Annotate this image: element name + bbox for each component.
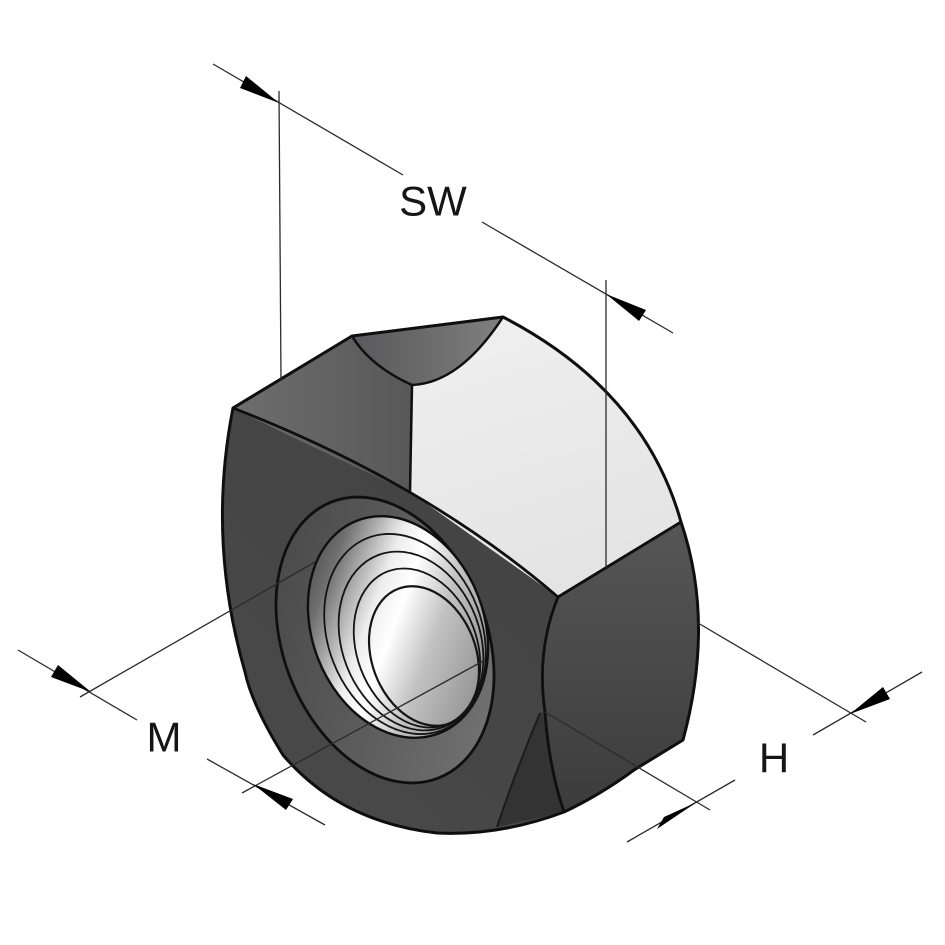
- bottom-flat-left-edge: [496, 712, 541, 828]
- nut-light-flat: [410, 317, 681, 597]
- nut-silhouette-outline: [220, 315, 700, 835]
- h-extension-line-top: [697, 622, 867, 723]
- hex-nut: [220, 315, 700, 835]
- h-arrow-bottom: [657, 802, 697, 829]
- sw-dimension-line-2: [481, 221, 674, 334]
- dimension-m: M: [17, 561, 486, 826]
- label-sw: SW: [399, 178, 467, 225]
- nut-right-flat: [542, 522, 699, 812]
- label-m: M: [147, 714, 182, 761]
- nut-upper-left-flat: [233, 336, 412, 492]
- h-extension-line-bottom: [544, 711, 711, 811]
- light-flat-right-edge: [557, 520, 682, 599]
- sw-arrow-right: [606, 294, 646, 321]
- nut-top-face: [352, 317, 503, 385]
- label-h: H: [759, 735, 789, 782]
- thread-bore: [367, 585, 481, 727]
- m-extension-line-upper: [79, 561, 316, 698]
- right-flat-lower-edge: [543, 711, 566, 813]
- thread-ring-2: [337, 550, 485, 732]
- sw-arrow-left: [240, 76, 279, 103]
- dimension-h: H: [544, 622, 923, 843]
- sw-extension-line-left: [278, 90, 282, 381]
- m-arrow-upper: [51, 665, 91, 692]
- dimension-sw: SW: [212, 63, 674, 568]
- top-face-chamfer-arc: [350, 316, 505, 387]
- m-extension-line-lower: [241, 659, 486, 794]
- m-arrow-lower: [253, 784, 293, 810]
- thread-ring-1: [323, 533, 487, 735]
- front-face-boundary-edge: [232, 406, 560, 713]
- sw-dimension-line-1: [212, 63, 404, 176]
- light-flat-left-edge: [408, 384, 414, 493]
- h-arrow-top: [850, 687, 890, 714]
